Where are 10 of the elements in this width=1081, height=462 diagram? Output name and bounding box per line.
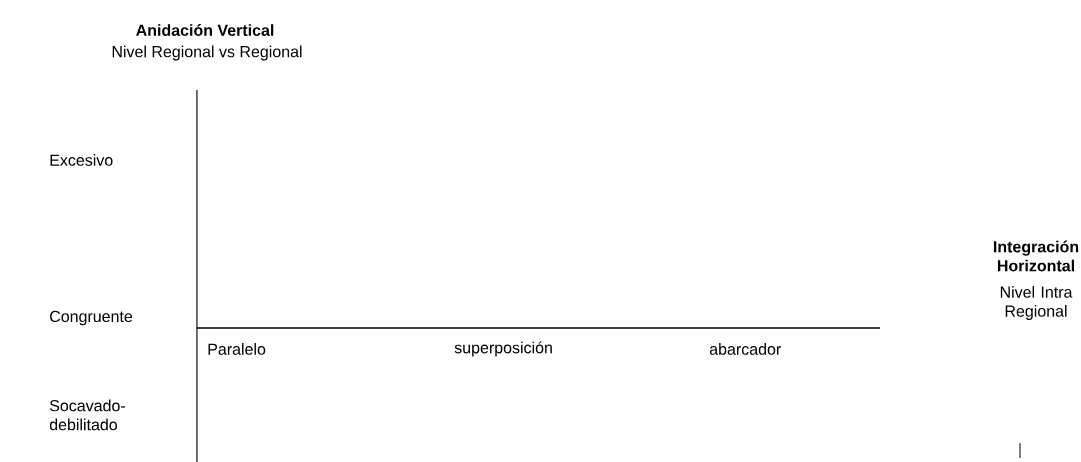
axis-label: Congruente	[50, 310, 133, 326]
axis-title: Anidación Vertical	[136, 24, 274, 36]
axis-subtitle: Nivel Intra Regional	[1000, 286, 1073, 320]
axis-label: superposición	[454, 341, 552, 357]
axis-label: Excesivo	[50, 154, 113, 166]
axis-title: Integración Horizontal	[993, 240, 1079, 272]
axis-label: abarcador	[709, 343, 781, 355]
axis-label: Paralelo	[208, 343, 266, 355]
axis-label: Socavado-debilitado	[49, 399, 125, 431]
axis-subtitle: Nivel Regional vs Regional	[112, 45, 302, 61]
